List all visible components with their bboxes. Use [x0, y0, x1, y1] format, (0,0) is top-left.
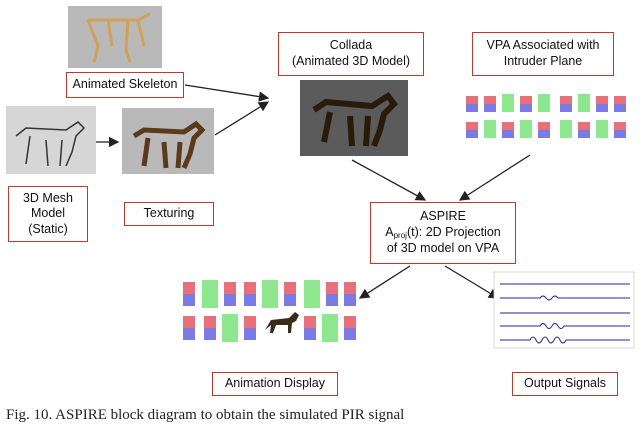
vpa-line-2: Intruder Plane: [503, 54, 583, 68]
skeleton-image: [68, 6, 162, 68]
arrow-aspire-to-animation: [358, 265, 411, 299]
figure-caption: Fig. 10. ASPIRE block diagram to obtain …: [6, 407, 405, 423]
arrow-vpa-to-aspire: [458, 154, 531, 201]
aspire-box: ASPIRE Aproj(t): 2D Projection of 3D mod…: [370, 202, 516, 264]
collada-model-image: [300, 80, 408, 156]
output-signals-plot: [493, 271, 635, 349]
animated-skeleton-box: Animated Skeleton: [66, 72, 184, 98]
dog-silhouette: [265, 312, 299, 333]
mesh-line-3: (Static): [28, 221, 68, 236]
aspire-formula: Aproj(t): 2D Projection: [385, 225, 501, 240]
mesh-model-image: [6, 106, 96, 174]
vpa-box: VPA Associated with Intruder Plane: [472, 32, 614, 76]
animated-skeleton-label: Animated Skeleton: [72, 77, 178, 92]
animation-display-box: Animation Display: [212, 372, 338, 396]
arrow-texture-to-collada: [214, 101, 270, 136]
texturing-box: Texturing: [124, 202, 214, 226]
collada-line-1: Collada: [329, 38, 373, 53]
arrow-aspire-to-output: [444, 265, 500, 299]
output-signals-label: Output Signals: [524, 376, 606, 391]
arrow-skeleton-to-collada: [184, 84, 270, 102]
arrow-collada-to-aspire: [351, 159, 427, 201]
vpa-pattern-top: [466, 94, 626, 138]
mesh-line-2: Model: [30, 206, 66, 221]
collada-box: Collada (Animated 3D Model): [278, 32, 424, 76]
animation-display-label: Animation Display: [224, 376, 326, 391]
vpa-pattern-animation: [183, 280, 356, 342]
collada-line-2: (Animated 3D Model): [291, 54, 411, 68]
aspire-title: ASPIRE: [420, 209, 466, 224]
aspire-line-3: of 3D model on VPA: [386, 241, 500, 255]
textured-model-image: [122, 108, 214, 174]
vpa-line-1: VPA Associated with: [486, 38, 600, 53]
output-signals-box: Output Signals: [512, 372, 618, 396]
texturing-label: Texturing: [143, 206, 195, 221]
mesh-line-1: 3D Mesh: [22, 190, 74, 205]
mesh-model-box: 3D Mesh Model (Static): [8, 186, 88, 242]
